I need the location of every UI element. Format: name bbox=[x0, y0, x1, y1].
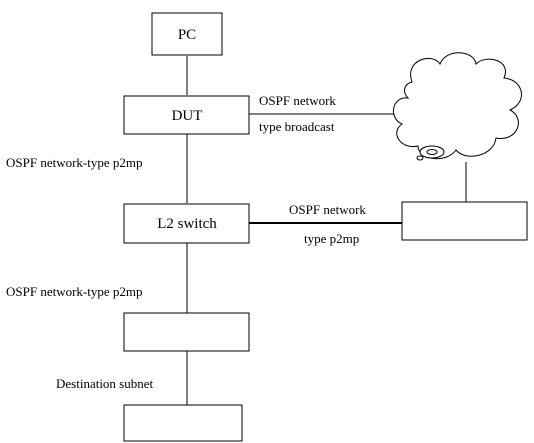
node-dut: DUT bbox=[123, 95, 250, 135]
label-dut-cloud-line2: type broadcast bbox=[259, 119, 335, 134]
node-dut-label: DUT bbox=[172, 108, 203, 124]
label-switch-right-line1: OSPF network bbox=[289, 202, 366, 217]
node-pc-label: PC bbox=[178, 27, 196, 43]
connectors bbox=[186, 56, 467, 405]
node-l2-switch: L2 switch bbox=[123, 203, 250, 244]
network-cloud-icon bbox=[393, 52, 522, 161]
node-router-mid bbox=[123, 312, 250, 352]
node-router-bottom bbox=[123, 404, 243, 442]
label-dut-cloud-line1: OSPF network bbox=[259, 93, 336, 108]
node-router-right bbox=[401, 201, 528, 241]
label-switch-router: OSPF network-type p2mp bbox=[6, 284, 143, 299]
label-destination-subnet: Destination subnet bbox=[56, 376, 154, 391]
label-dut-switch: OSPF network-type p2mp bbox=[6, 155, 143, 170]
node-l2-switch-label: L2 switch bbox=[157, 216, 217, 232]
node-pc: PC bbox=[151, 12, 223, 56]
label-switch-right-line2: type p2mp bbox=[304, 231, 359, 246]
